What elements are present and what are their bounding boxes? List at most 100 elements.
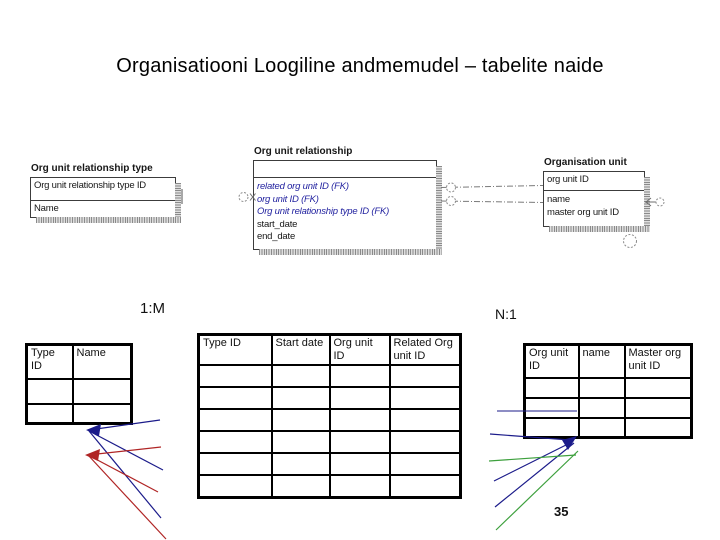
attribute: master org unit ID [547,206,619,218]
column-header: name [577,343,626,379]
pk-attribute: Org unit relationship type ID [34,180,146,191]
pk-compartment [254,161,436,177]
header-row: Type ID Start date Org unit ID Related O… [197,333,462,366]
annotation-line-red [87,454,159,493]
cardinality-label-n1: N:1 [495,306,517,322]
empty-cell [328,430,391,454]
column-header: Org unit ID [328,333,391,366]
empty-cell [623,376,693,399]
empty-cell [197,408,273,432]
table-row [197,474,462,498]
empty-cell [523,376,580,399]
table-row [197,430,462,454]
empty-cell [388,386,462,410]
empty-cell [523,416,580,439]
table-row [197,452,462,476]
annotation-line-blue [494,442,575,508]
empty-cell [270,474,331,498]
empty-cell [270,408,331,432]
empty-cell [197,386,273,410]
relationship-line [440,200,544,203]
entity-organisation-unit: Organisation unit org unit ID name maste… [543,157,650,232]
header-row: Type ID Name [25,343,133,380]
entity-shadow [549,226,650,232]
entity-shadow [259,249,442,255]
fk-attribute: Org unit relationship type ID (FK) [257,206,390,217]
table-row [523,416,693,439]
header-row: Org unit ID name Master org unit ID [523,343,693,379]
attributes-compartment: name master org unit ID [544,190,644,226]
empty-cell [523,396,580,419]
entity-box: org unit ID name master org unit ID [543,171,650,232]
relationship-table: Type ID Start date Org unit ID Related O… [197,333,462,499]
cardinality-circle-icon [623,234,637,248]
empty-cell [577,396,626,419]
empty-cell [388,430,462,454]
table-row [197,364,462,388]
attribute: start_date [257,218,298,230]
fk-attribute: related org unit ID (FK) [257,181,349,192]
cardinality-circle-icon [446,182,456,193]
annotation-line-blue [88,430,162,519]
slide-title: Organisatiooni Loogiline andmemudel – ta… [116,55,604,77]
cardinality-circle-icon [655,197,665,207]
entity-title: Org unit relationship [254,146,353,157]
empty-cell [197,452,273,476]
empty-cell [270,430,331,454]
entity-org-unit-relationship-type: Org unit relationship type Org unit rela… [30,163,181,223]
entity-box: related org unit ID (FK) org unit ID (FK… [253,160,442,255]
table-row [25,377,133,405]
empty-cell [577,376,626,399]
table-row [523,376,693,399]
entity-title: Organisation unit [544,157,627,168]
empty-cell [270,386,331,410]
column-header: Type ID [197,333,273,366]
entity-title: Org unit relationship type [31,163,153,174]
entity-box: Org unit relationship type ID Name [30,177,181,223]
entity-org-unit-relationship: Org unit relationship related org unit I… [253,146,442,255]
annotation-line-red [87,446,162,456]
empty-cell [388,452,462,476]
attribute: end_date [257,231,296,242]
annotation-line-red [87,454,167,540]
table-row [197,386,462,410]
empty-cell [25,377,74,405]
table-row [197,408,462,432]
empty-cell [328,364,391,388]
empty-cell [197,474,273,498]
empty-cell [270,452,331,476]
empty-cell [623,416,693,439]
column-header: Name [71,343,133,380]
org-unit-table: Org unit ID name Master org unit ID [523,343,693,439]
entity-shadow [36,217,181,223]
empty-cell [197,364,273,388]
attribute: name [547,194,570,205]
empty-cell [388,474,462,498]
empty-cell [577,416,626,439]
column-header: Start date [270,333,331,366]
column-header: Type ID [25,343,74,380]
empty-cell [388,408,462,432]
attribute: Name [34,203,59,214]
fk-attribute: org unit ID (FK) [257,193,319,205]
empty-cell [388,364,462,388]
annotation-line-blue [88,430,164,471]
attributes-compartment: Name [31,200,175,217]
entity-shadow [175,183,181,223]
empty-cell [71,377,133,405]
table-row [25,402,133,425]
arrowhead-icon [85,449,100,461]
empty-cell [71,402,133,425]
table-row [523,396,693,419]
cardinality-circle-icon [446,196,456,206]
pk-compartment: Org unit relationship type ID [31,178,175,200]
page-number: 35 [554,504,569,519]
attributes-compartment: related org unit ID (FK) org unit ID (FK… [254,177,436,249]
empty-cell [25,402,74,425]
relationship-line [440,185,544,188]
column-header: Master org unit ID [623,343,693,379]
pk-compartment: org unit ID [544,172,644,190]
column-header: Related Org unit ID [388,333,462,366]
entity-shadow [436,166,442,255]
